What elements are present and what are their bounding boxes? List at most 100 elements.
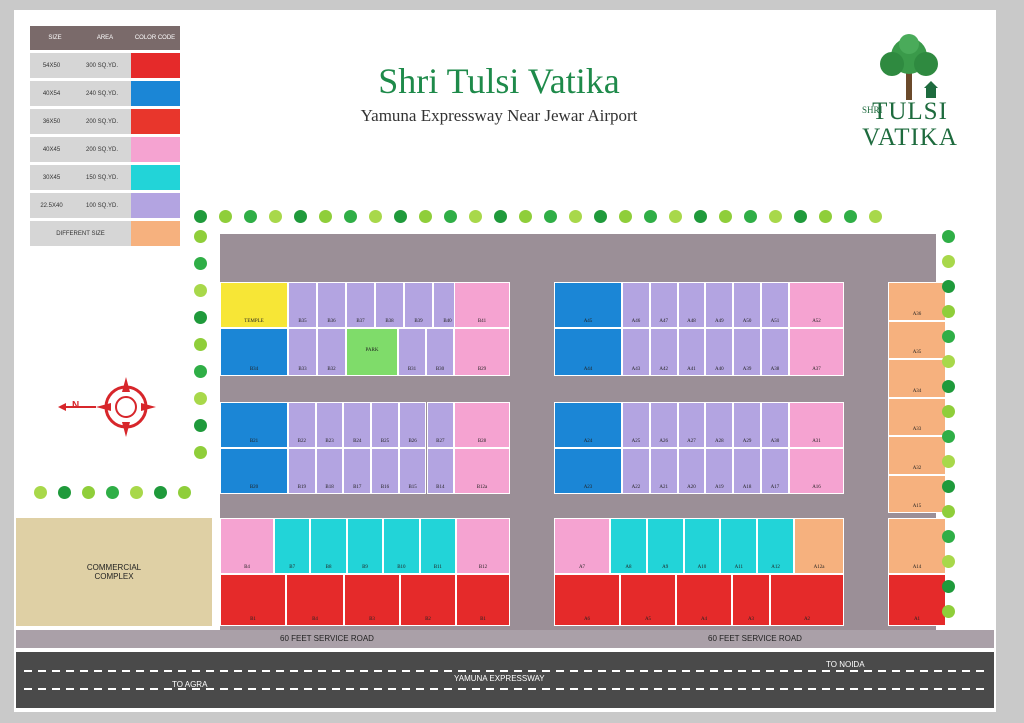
plot[interactable]: B25 (371, 402, 399, 448)
plot[interactable]: A32 (888, 436, 946, 475)
plot[interactable]: A7 (554, 518, 610, 574)
plot[interactable]: B4 (286, 574, 344, 626)
plot[interactable]: A5 (620, 574, 676, 626)
plot[interactable]: B9 (346, 518, 384, 574)
plot[interactable]: A46 (622, 282, 650, 328)
plot[interactable]: B31 (398, 328, 426, 376)
plot[interactable]: B21 (220, 402, 288, 448)
plot[interactable]: A39 (733, 328, 761, 376)
plot[interactable]: A22 (622, 448, 650, 494)
plot[interactable]: B26 (398, 402, 427, 448)
plot-number: A41 (687, 367, 696, 372)
tree-icon (942, 305, 955, 318)
plot[interactable]: B20 (220, 448, 288, 494)
plot[interactable]: B29 (454, 328, 510, 376)
plot[interactable]: A52 (789, 282, 844, 328)
temple[interactable]: TEMPLE (220, 282, 288, 328)
park[interactable]: PARK (346, 328, 398, 376)
plot[interactable]: B11 (419, 518, 456, 574)
plot[interactable]: A23 (554, 448, 622, 494)
plot[interactable]: B2 (400, 574, 456, 626)
plot[interactable]: A41 (677, 328, 706, 376)
plot[interactable]: B38 (375, 282, 404, 328)
plot[interactable]: B28 (454, 402, 510, 448)
plot[interactable]: A11 (720, 518, 758, 574)
plot[interactable]: B39 (404, 282, 433, 328)
plot-number: B27 (436, 439, 445, 444)
plot[interactable]: A25 (622, 402, 650, 448)
plot[interactable]: A1 (888, 574, 946, 626)
plot[interactable]: A43 (622, 328, 650, 376)
plot[interactable]: B7 (274, 518, 311, 574)
plot[interactable]: A51 (761, 282, 789, 328)
plot[interactable]: A37 (789, 328, 844, 376)
plot[interactable]: B18 (315, 448, 344, 494)
plot[interactable]: B8 (310, 518, 347, 574)
plot[interactable]: A8 (610, 518, 647, 574)
plot[interactable]: A6 (554, 574, 620, 626)
plot[interactable]: B12 (456, 518, 510, 574)
tree-icon (319, 210, 332, 223)
plot[interactable]: B32 (317, 328, 346, 376)
plot[interactable]: B1 (456, 574, 510, 626)
plot[interactable]: B1 (220, 574, 286, 626)
plot[interactable]: A9 (646, 518, 684, 574)
plot[interactable]: B16 (371, 448, 399, 494)
tree-icon (942, 605, 955, 618)
plot[interactable]: A21 (649, 448, 678, 494)
plot[interactable]: A31 (789, 402, 844, 448)
plot[interactable]: A35 (888, 320, 946, 359)
plot[interactable]: B12a (454, 448, 510, 494)
plot[interactable]: B30 (426, 328, 454, 376)
plot[interactable]: A2 (770, 574, 844, 626)
plot[interactable]: A16 (789, 448, 844, 494)
plot[interactable]: B33 (288, 328, 317, 376)
plot[interactable]: A47 (649, 282, 678, 328)
plot[interactable]: A40 (705, 328, 734, 376)
plot[interactable]: B22 (288, 402, 316, 448)
plot[interactable]: B23 (315, 402, 344, 448)
plot[interactable]: B4 (220, 518, 274, 574)
plot[interactable]: A50 (733, 282, 761, 328)
plot[interactable]: B34 (220, 328, 288, 376)
plot[interactable]: B14 (426, 448, 455, 494)
plot[interactable]: B24 (343, 402, 372, 448)
plot-number: B23 (325, 439, 334, 444)
plot[interactable]: A14 (888, 518, 946, 574)
plot[interactable]: A45 (554, 282, 622, 328)
plot[interactable]: A20 (677, 448, 706, 494)
plot[interactable]: A36 (888, 282, 946, 321)
plot[interactable]: A28 (705, 402, 734, 448)
plot[interactable]: A10 (683, 518, 721, 574)
plot[interactable]: A48 (677, 282, 706, 328)
plot[interactable]: B35 (288, 282, 317, 328)
plot[interactable]: B10 (383, 518, 420, 574)
plot[interactable]: A30 (761, 402, 789, 448)
plot[interactable]: A3 (732, 574, 770, 626)
plot[interactable]: A17 (761, 448, 789, 494)
plot[interactable]: A18 (733, 448, 761, 494)
plot[interactable]: B3 (344, 574, 400, 626)
plot[interactable]: B17 (343, 448, 372, 494)
plot[interactable]: A44 (554, 328, 622, 376)
plot[interactable]: A38 (761, 328, 789, 376)
plot[interactable]: B19 (288, 448, 316, 494)
plot[interactable]: B37 (346, 282, 375, 328)
plot[interactable]: B27 (426, 402, 455, 448)
plot[interactable]: B15 (398, 448, 427, 494)
plot[interactable]: A29 (733, 402, 761, 448)
plot[interactable]: A49 (705, 282, 734, 328)
plot[interactable]: A12a (794, 518, 844, 574)
plot[interactable]: A4 (676, 574, 732, 626)
plot[interactable]: A26 (649, 402, 678, 448)
plot[interactable]: B36 (317, 282, 346, 328)
plot[interactable]: B41 (454, 282, 510, 328)
plot[interactable]: A24 (554, 402, 622, 448)
plot[interactable]: A42 (649, 328, 678, 376)
plot[interactable]: A34 (888, 359, 946, 398)
plot[interactable]: A12 (757, 518, 794, 574)
plot[interactable]: A19 (705, 448, 734, 494)
plot[interactable]: A33 (888, 397, 946, 436)
plot[interactable]: A15 (888, 474, 946, 513)
plot[interactable]: A27 (677, 402, 706, 448)
